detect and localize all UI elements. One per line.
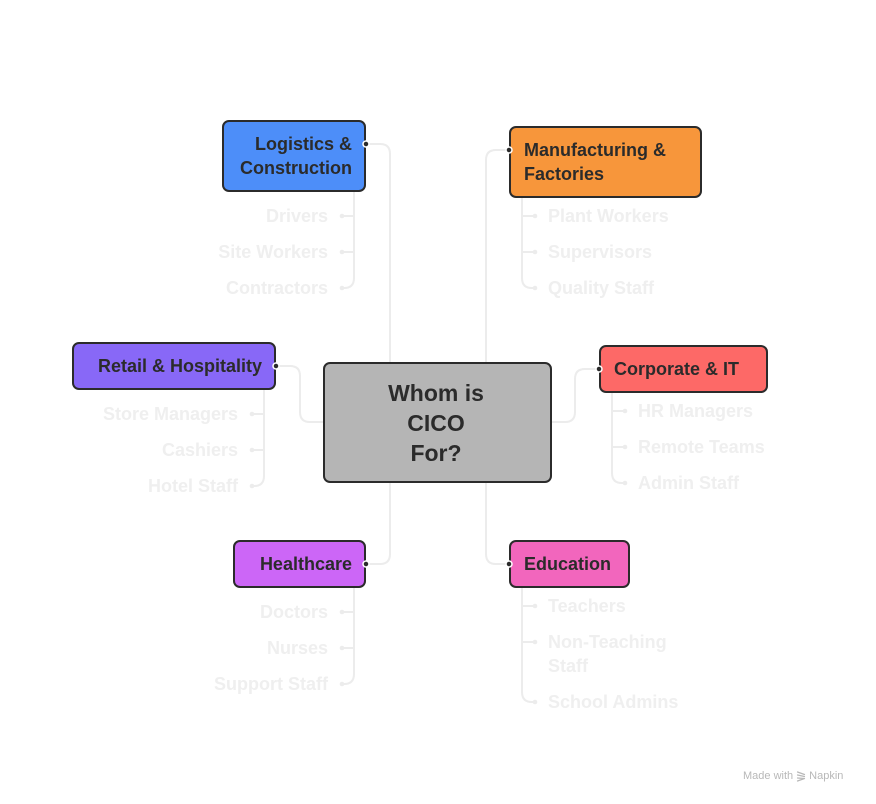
category-node-healthcare: Healthcare [233, 540, 366, 588]
subtopic-bullet [532, 603, 538, 609]
subtopic-item: Drivers [265, 206, 328, 226]
subtopic-bullet [249, 447, 255, 453]
subtopic-item: Non-Teaching Staff [548, 632, 667, 676]
subtopic-bullet [622, 480, 628, 486]
central-topic-node: Whom is CICO For? [323, 362, 552, 483]
connector-logistics-to-center [365, 143, 391, 363]
subtopic-bullet [339, 645, 345, 651]
napkin-logo-icon [796, 770, 806, 782]
subtopic-list-education: Teachers Non-Teaching Staff School Admin… [548, 594, 698, 714]
subtopic-bullet [249, 483, 255, 489]
subtopic-bullet [339, 681, 345, 687]
napkin-brand-text: Napkin [809, 770, 844, 782]
subtopic-item: Hotel Staff [148, 476, 238, 496]
category-node-retail: Retail & Hospitality [72, 342, 276, 390]
subtopic-list-retail: Store Managers Cashiers Hotel Staff [103, 402, 238, 498]
subtopic-item: School Admins [548, 692, 679, 712]
connector-healthcare-to-center [365, 482, 391, 565]
subtopic-item: HR Managers [638, 401, 754, 421]
subtopic-item: Remote Teams [638, 437, 765, 457]
subtopic-item: Teachers [548, 596, 626, 616]
subtopic-bullet [622, 408, 628, 414]
connector-education-to-center [485, 482, 510, 565]
subtopic-bullet [532, 249, 538, 255]
subtopic-item: Plant Workers [548, 206, 669, 226]
subtopic-item: Support Staff [214, 674, 328, 694]
subtopic-bullet [532, 699, 538, 705]
category-label: Education [524, 554, 612, 574]
subtopic-bullet [532, 285, 538, 291]
central-topic-title: Whom is CICO For? [388, 379, 484, 466]
subtopic-bullet [339, 609, 345, 615]
subtopic-connector-corporate [611, 392, 626, 484]
subtopic-item: Store Managers [102, 404, 238, 424]
subtopic-connector-healthcare [341, 587, 355, 685]
subtopic-bullet [339, 285, 345, 291]
subtopic-connector-manufacturing [521, 197, 536, 289]
subtopic-item: Admin Staff [638, 473, 739, 493]
subtopic-connector-retail [251, 389, 265, 487]
subtopic-bullet [249, 411, 255, 417]
category-label: Manufacturing & Factories [524, 140, 666, 184]
category-node-corporate: Corporate & IT [599, 345, 768, 393]
subtopic-bullet [339, 249, 345, 255]
connector-center-to-corporate [551, 368, 600, 423]
subtopic-item: Contractors [225, 278, 328, 298]
subtopic-bullet [622, 444, 628, 450]
category-label: Retail & Hospitality [97, 356, 262, 376]
category-label: Healthcare [259, 554, 352, 574]
subtopic-item: Quality Staff [548, 278, 655, 298]
subtopic-connector-logistics [341, 191, 355, 289]
category-node-manufacturing: Manufacturing & Factories [509, 126, 702, 198]
subtopic-list-healthcare: Doctors Nurses Support Staff [214, 600, 328, 696]
subtopic-list-corporate: HR Managers Remote Teams Admin Staff [638, 399, 765, 495]
made-with-napkin-watermark: Made with Napkin [743, 769, 843, 783]
subtopic-list-logistics: Drivers Site Workers Contractors [218, 204, 328, 300]
subtopic-bullet [532, 213, 538, 219]
connector-manufacturing-to-center [485, 149, 510, 363]
category-label: Corporate & IT [614, 359, 740, 379]
subtopic-bullet [339, 213, 345, 219]
category-node-education: Education [509, 540, 630, 588]
subtopic-bullet [532, 639, 538, 645]
connector-retail-to-center [275, 365, 324, 423]
subtopic-list-manufacturing: Plant Workers Supervisors Quality Staff [548, 204, 669, 300]
category-label: Logistics & Construction [240, 134, 352, 178]
subtopic-item: Doctors [259, 602, 328, 622]
subtopic-item: Supervisors [548, 242, 653, 262]
subtopic-item: Cashiers [161, 440, 238, 460]
made-with-text: Made with [743, 770, 794, 782]
subtopic-item: Site Workers [218, 242, 328, 262]
category-node-logistics: Logistics & Construction [222, 120, 366, 192]
subtopic-item: Nurses [266, 638, 328, 658]
